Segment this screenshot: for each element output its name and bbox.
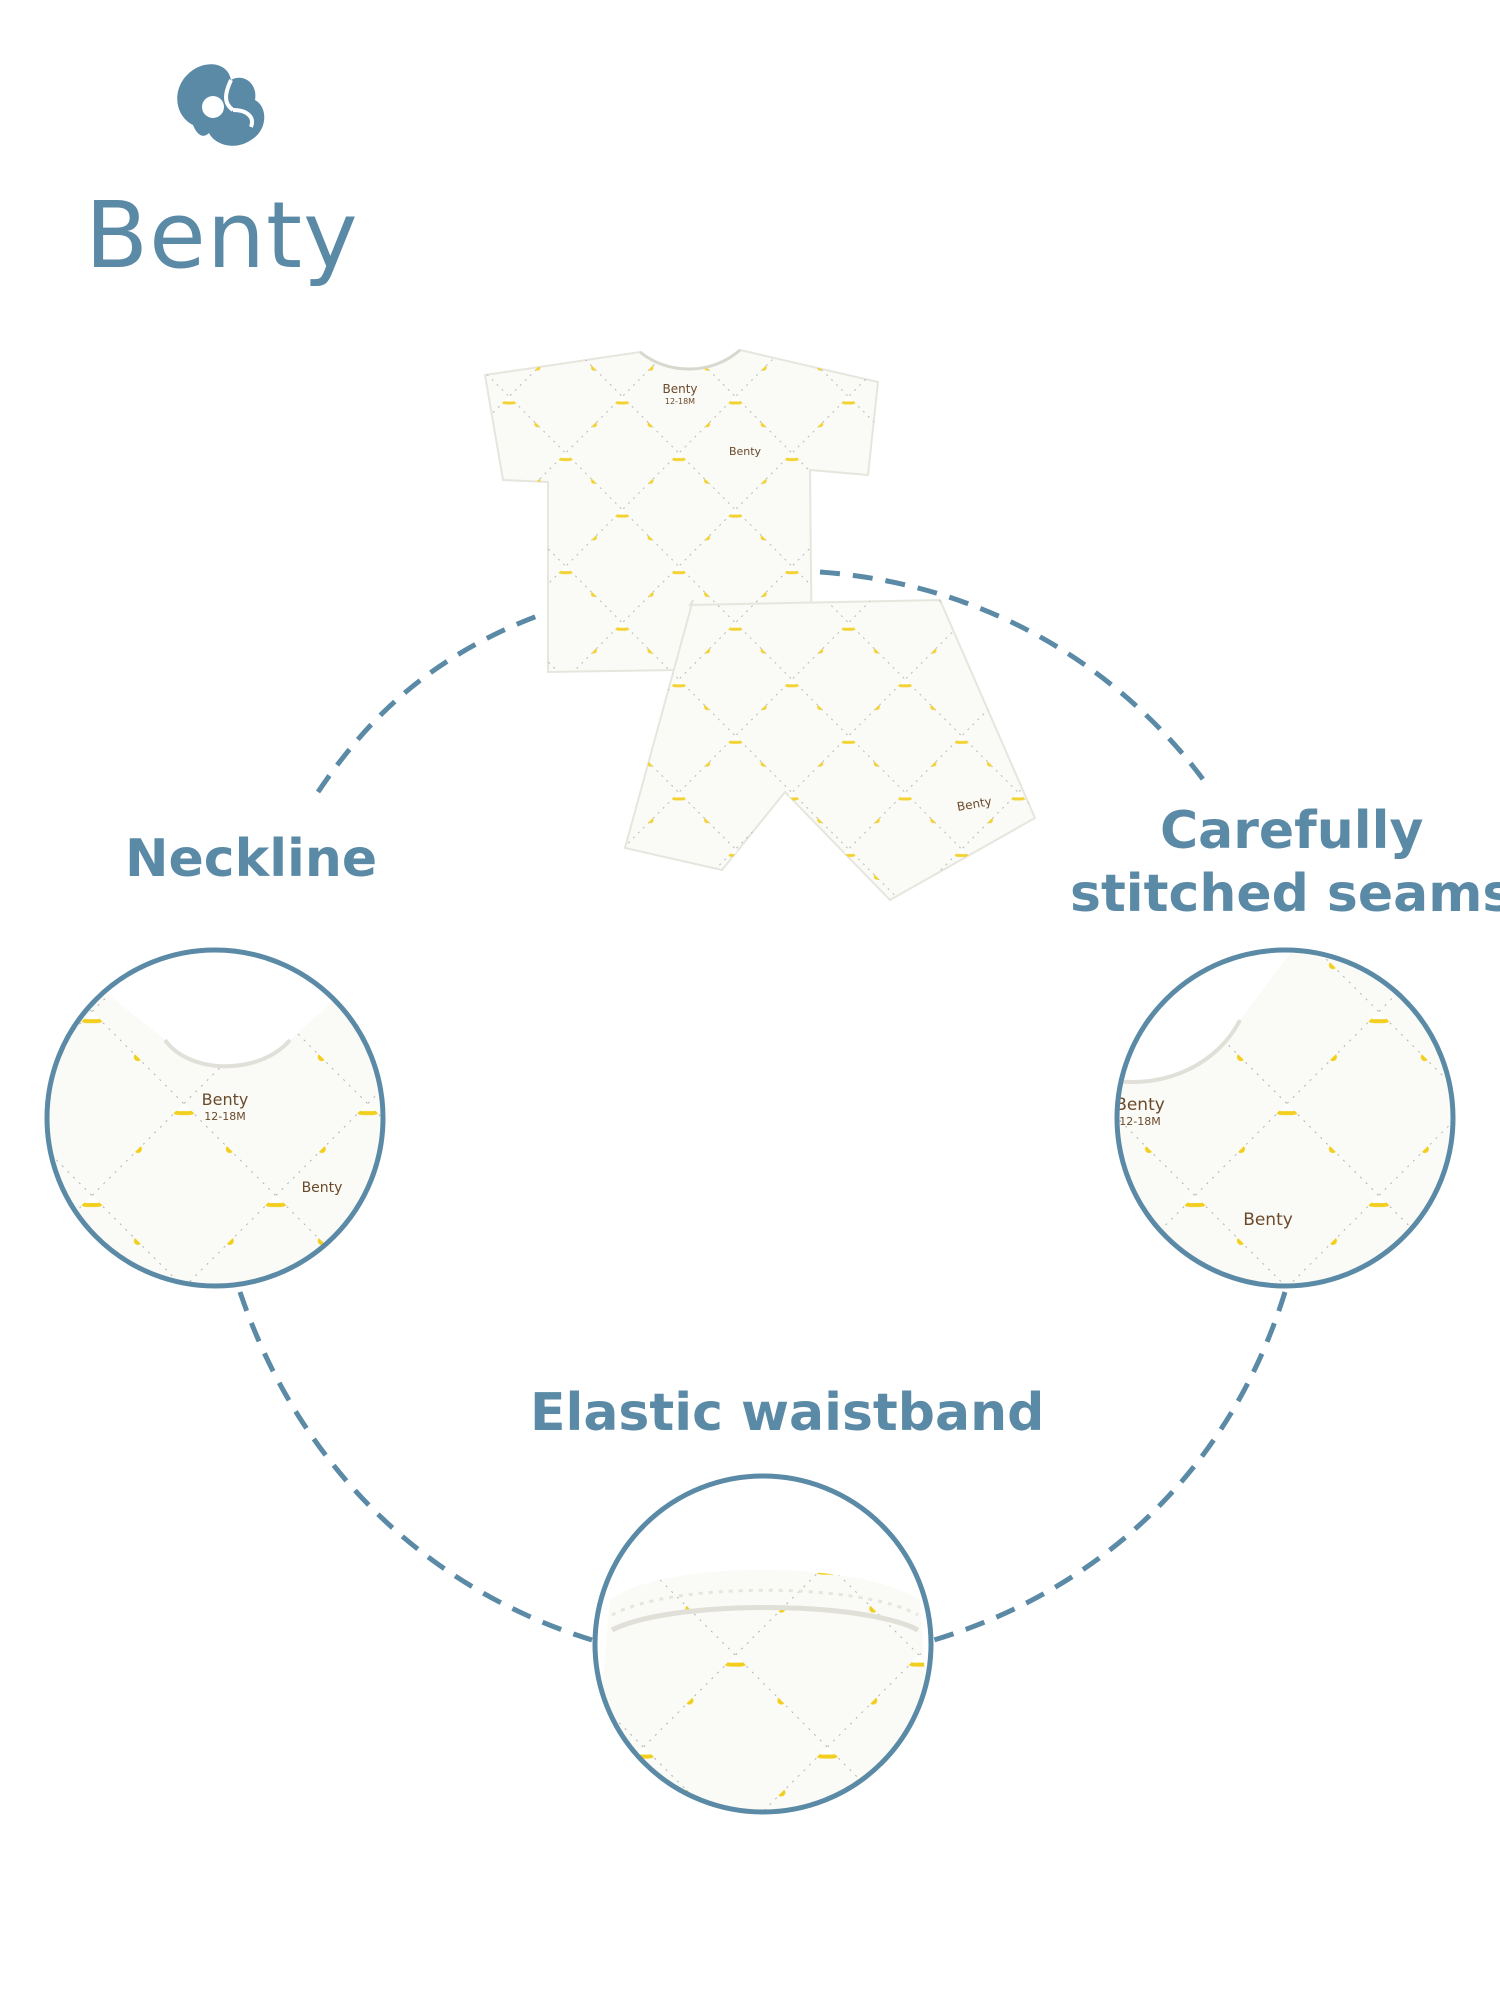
product-shirt: Benty 12-18M Benty (483, 348, 880, 674)
brand-logo: Benty (85, 55, 358, 282)
detail-circle-seams: Benty 12-18M Benty (1114, 947, 1456, 1289)
brand-wordmark: Benty (85, 182, 359, 289)
shirt-label-size: 12-18M (665, 397, 695, 406)
shirt-label-brand: Benty (662, 382, 697, 396)
connector-arc-bottom-right (933, 1291, 1288, 1643)
shorts-print: Benty (956, 794, 993, 814)
shirt-print: Benty (729, 445, 762, 458)
butterfly-b-icon (177, 64, 265, 146)
feature-label-waistband: Elastic waistband (530, 1383, 1045, 1443)
feature-label-seams-line1: Carefully (1160, 801, 1424, 861)
neckline-label-size: 12-18M (204, 1110, 245, 1123)
product-shorts: Benty (623, 598, 1037, 902)
detail-circle-neckline: Benty 12-18M Benty (44, 947, 386, 1289)
detail-circle-waistband (592, 1473, 934, 1815)
connector-arc-top-right (819, 569, 1208, 784)
neckline-print: Benty (302, 1180, 343, 1196)
neckline-label-brand: Benty (202, 1090, 249, 1109)
connector-arc-top-left (315, 612, 541, 794)
seams-label-size: 12-18M (1119, 1115, 1160, 1128)
seams-print: Benty (1243, 1210, 1293, 1230)
feature-label-seams-line2: stitched seams (1070, 864, 1500, 925)
seams-label-brand: Benty (1115, 1095, 1165, 1115)
feature-label-seams: Carefully stitched seams (1070, 800, 1500, 927)
feature-label-neckline: Neckline (125, 829, 378, 889)
connector-arc-bottom-left (237, 1291, 593, 1643)
